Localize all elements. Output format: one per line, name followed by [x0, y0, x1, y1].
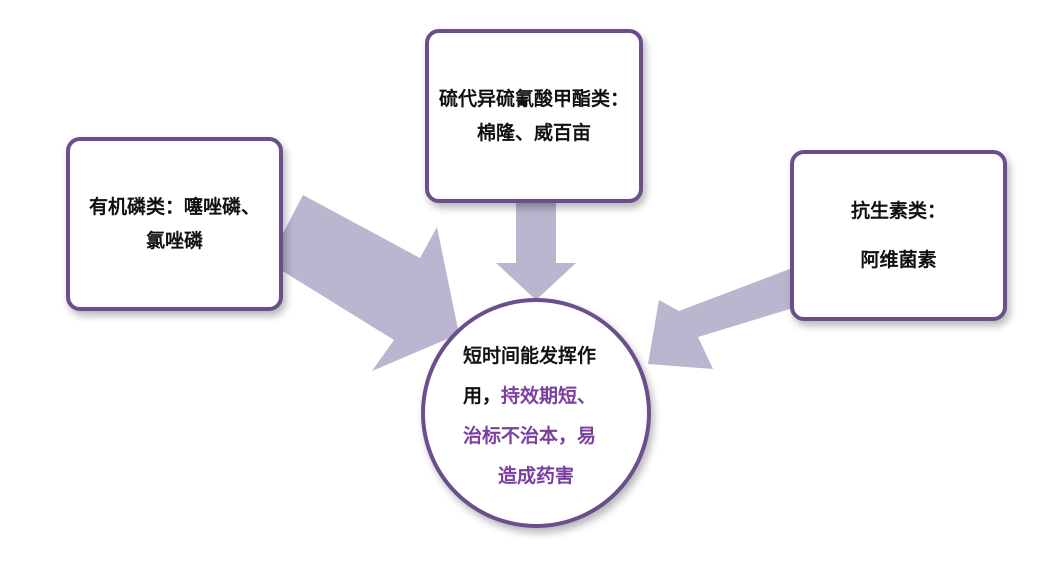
- center-line-4: 造成药害: [497, 465, 574, 487]
- antibiotic-line-2: 阿维菌素: [860, 248, 937, 271]
- arrow-top: [496, 198, 576, 300]
- center-circle: 短时间能发挥作 用，持效期短、 治标不治本，易 造成药害: [421, 298, 651, 528]
- antibiotic-box: 抗生素类： 阿维菌素: [790, 150, 1007, 321]
- isothiocyanate-line-2: 棉隆、威百亩: [476, 122, 591, 144]
- arrow-left: [268, 195, 459, 371]
- center-line-2-plain: 用，: [463, 385, 502, 407]
- antibiotic-line-1: 抗生素类：: [850, 200, 946, 223]
- center-line-3: 治标不治本，易: [463, 425, 597, 447]
- organophosphate-line-1: 有机磷类：噻唑磷、: [88, 195, 260, 218]
- center-line-2: 用，持效期短、: [463, 376, 617, 416]
- center-line-1: 短时间能发挥作: [463, 345, 597, 367]
- isothiocyanate-box: 硫代异硫氰酸甲酯类： 棉隆、威百亩: [425, 29, 643, 203]
- organophosphate-line-2: 氯唑磷: [145, 230, 203, 252]
- arrow-right: [648, 262, 808, 369]
- isothiocyanate-line-1: 硫代异硫氰酸甲酯类：: [438, 87, 629, 110]
- center-line-2-emphasis: 持效期短、: [501, 385, 597, 407]
- organophosphate-box: 有机磷类：噻唑磷、 氯唑磷: [66, 137, 283, 311]
